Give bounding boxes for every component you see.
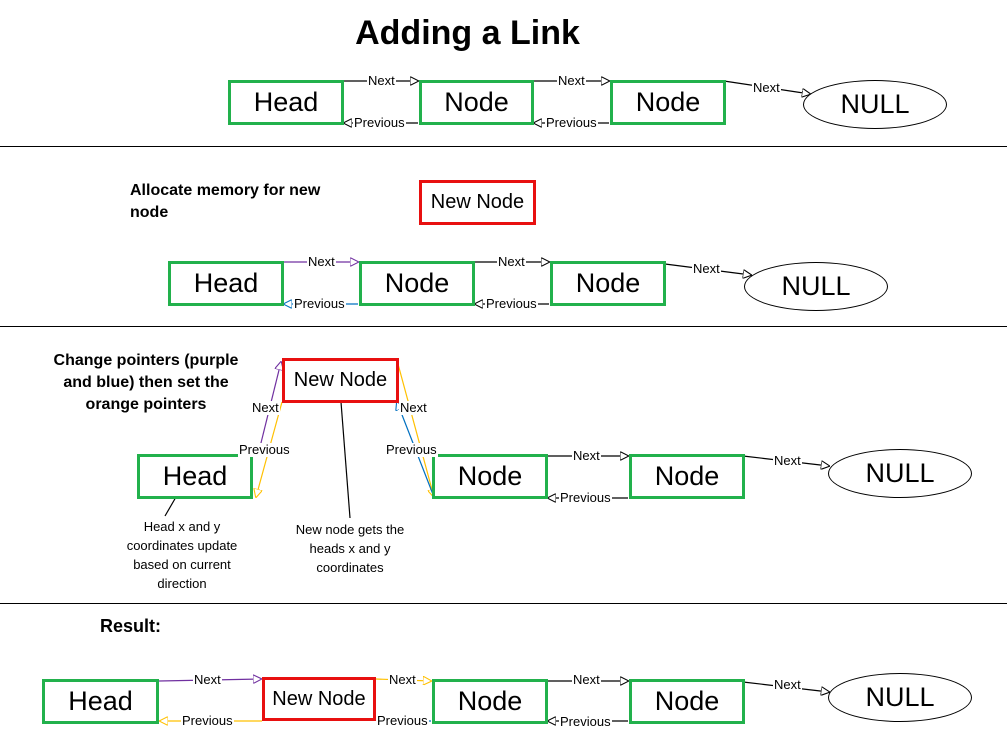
section-divider	[0, 326, 1007, 327]
head-label: Head	[162, 461, 228, 491]
null-terminator: NULL	[828, 449, 972, 498]
head-note-leader	[164, 496, 177, 517]
head-node: Head	[42, 679, 159, 724]
node-label: Node	[575, 268, 641, 298]
step4-caption: Result:	[100, 616, 162, 636]
previous-pointer-label: Previous	[559, 714, 612, 729]
null-terminator: NULL	[744, 262, 888, 311]
previous-pointer-label: Previous	[376, 713, 429, 728]
null-label: NULL	[865, 682, 935, 712]
null-terminator: NULL	[803, 80, 947, 129]
null-label: NULL	[781, 271, 851, 301]
head-node: Head	[228, 80, 344, 125]
next-pointer-label: Next	[692, 261, 721, 276]
previous-pointer-label: Previous	[545, 115, 598, 130]
next-pointer-label: Next	[193, 672, 222, 687]
new-node-coordinates-note: New node gets the heads x and y coordina…	[295, 522, 405, 575]
head-label: Head	[193, 268, 259, 298]
new-node: New Node	[419, 180, 536, 225]
previous-pointer-label: Previous	[293, 296, 346, 311]
null-label: NULL	[840, 89, 910, 119]
list-node: Node	[610, 80, 726, 125]
list-node: Node	[419, 80, 534, 125]
node-label: Node	[654, 461, 720, 491]
head-label: Head	[68, 686, 133, 716]
new-node-label: New Node	[293, 369, 388, 391]
list-node: Node	[550, 261, 666, 306]
node-label: Node	[457, 686, 523, 716]
null-terminator: NULL	[828, 673, 972, 722]
node-label: Node	[457, 461, 523, 491]
head-node: Head	[137, 454, 253, 499]
previous-pointer-label: Previous	[559, 490, 612, 505]
next-pointer-label: Next	[307, 254, 336, 269]
page-title: Adding a Link	[355, 14, 580, 52]
list-node: Node	[629, 679, 745, 724]
new-node: New Node	[262, 677, 376, 721]
new-node-label: New Node	[430, 191, 525, 213]
previous-pointer-label: Previous	[181, 713, 234, 728]
null-label: NULL	[865, 458, 935, 488]
node-label: Node	[635, 87, 701, 117]
head-coordinates-note: Head x and y coordinates update based on…	[126, 519, 238, 591]
next-pointer-label: Next	[572, 672, 601, 687]
next-pointer-label: Next	[251, 400, 280, 415]
next-pointer-label: Next	[773, 677, 802, 692]
previous-pointer-label: Previous	[353, 115, 406, 130]
step3-caption: Change pointers (purple and blue) then s…	[53, 352, 239, 413]
next-pointer-label: Next	[572, 448, 601, 463]
node-label: Node	[384, 268, 450, 298]
step2-caption: Allocate memory for new node	[130, 182, 321, 221]
next-pointer-label: Next	[773, 453, 802, 468]
new-node: New Node	[282, 358, 399, 403]
next-pointer-label: Next	[557, 73, 586, 88]
next-pointer-label: Next	[752, 80, 781, 95]
node-label: Node	[654, 686, 720, 716]
head-node: Head	[168, 261, 284, 306]
next-pointer-label: Next	[399, 400, 428, 415]
section-divider	[0, 603, 1007, 604]
previous-pointer-label: Previous	[385, 442, 438, 457]
list-node: Node	[432, 454, 548, 499]
row3-next-newnode-to-node	[397, 363, 434, 497]
next-pointer-label: Next	[388, 672, 417, 687]
list-node: Node	[629, 454, 745, 499]
head-label: Head	[253, 87, 319, 117]
list-node: Node	[432, 679, 548, 724]
previous-pointer-label: Previous	[238, 442, 291, 457]
previous-pointer-label: Previous	[485, 296, 538, 311]
next-pointer-label: Next	[367, 73, 396, 88]
next-pointer-label: Next	[497, 254, 526, 269]
new-node-label: New Node	[272, 687, 366, 710]
list-node: Node	[359, 261, 475, 306]
node-label: Node	[444, 87, 509, 117]
section-divider	[0, 146, 1007, 147]
newnode-note-leader	[340, 401, 351, 519]
